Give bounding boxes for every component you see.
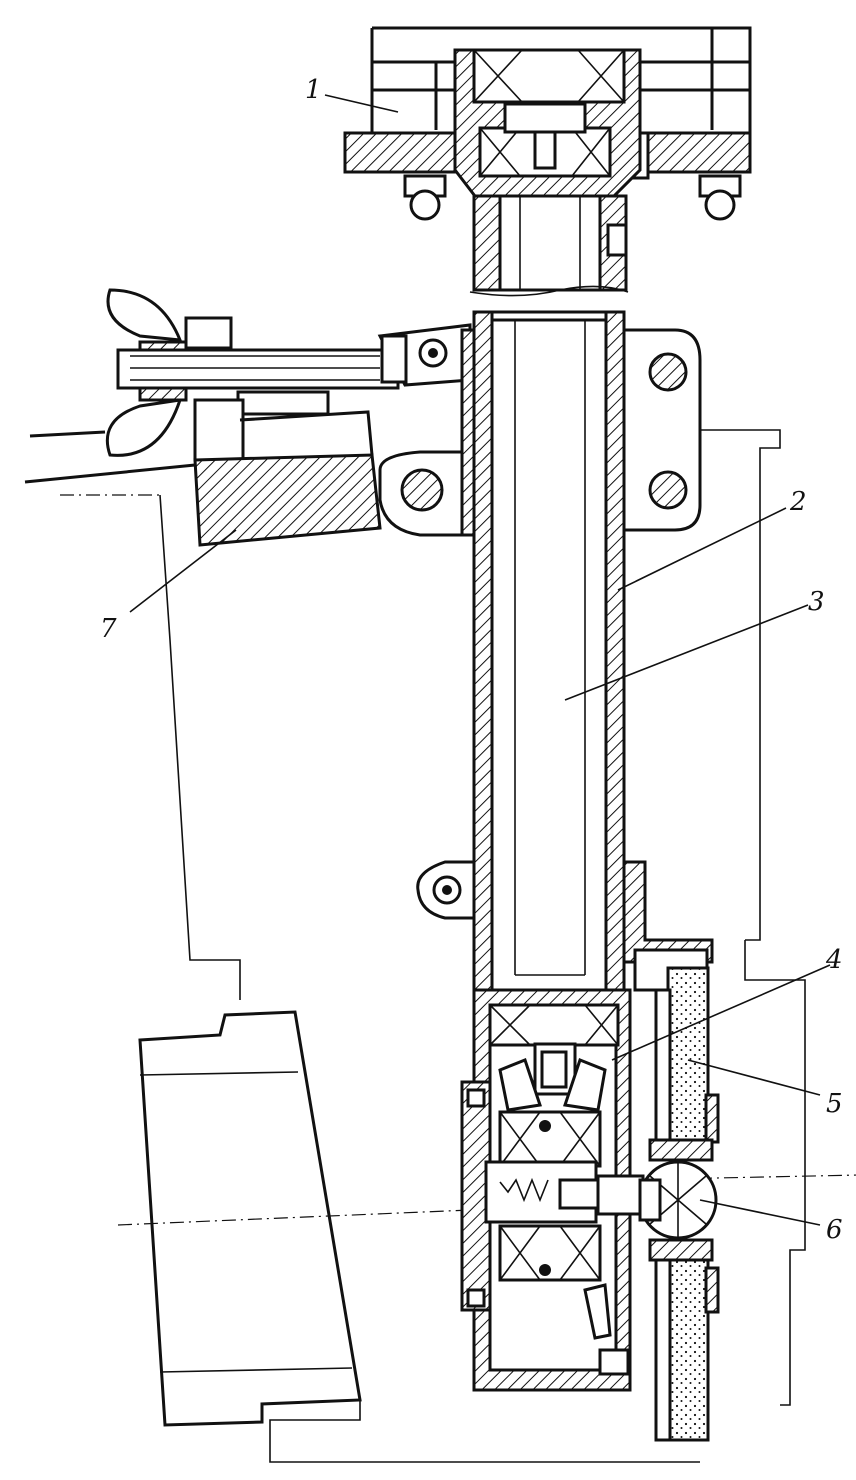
part-label-5: 5	[826, 1089, 843, 1119]
part-label-4: 4	[825, 945, 843, 975]
spindle-housing-top	[343, 26, 752, 297]
column-tube	[416, 310, 702, 1004]
part-label-7: 7	[100, 614, 117, 644]
clamp-assembly	[24, 288, 472, 547]
leader-lines	[129, 94, 831, 1226]
workpiece	[138, 1010, 362, 1427]
bevel-gear-box	[460, 860, 714, 1392]
grinding-wheel	[638, 966, 720, 1442]
machine-base-outline	[60, 429, 856, 1463]
part-label-1: 1	[305, 75, 322, 105]
part-label-2: 2	[789, 487, 807, 517]
part-label-6: 6	[826, 1215, 843, 1245]
part-label-3: 3	[808, 587, 825, 617]
